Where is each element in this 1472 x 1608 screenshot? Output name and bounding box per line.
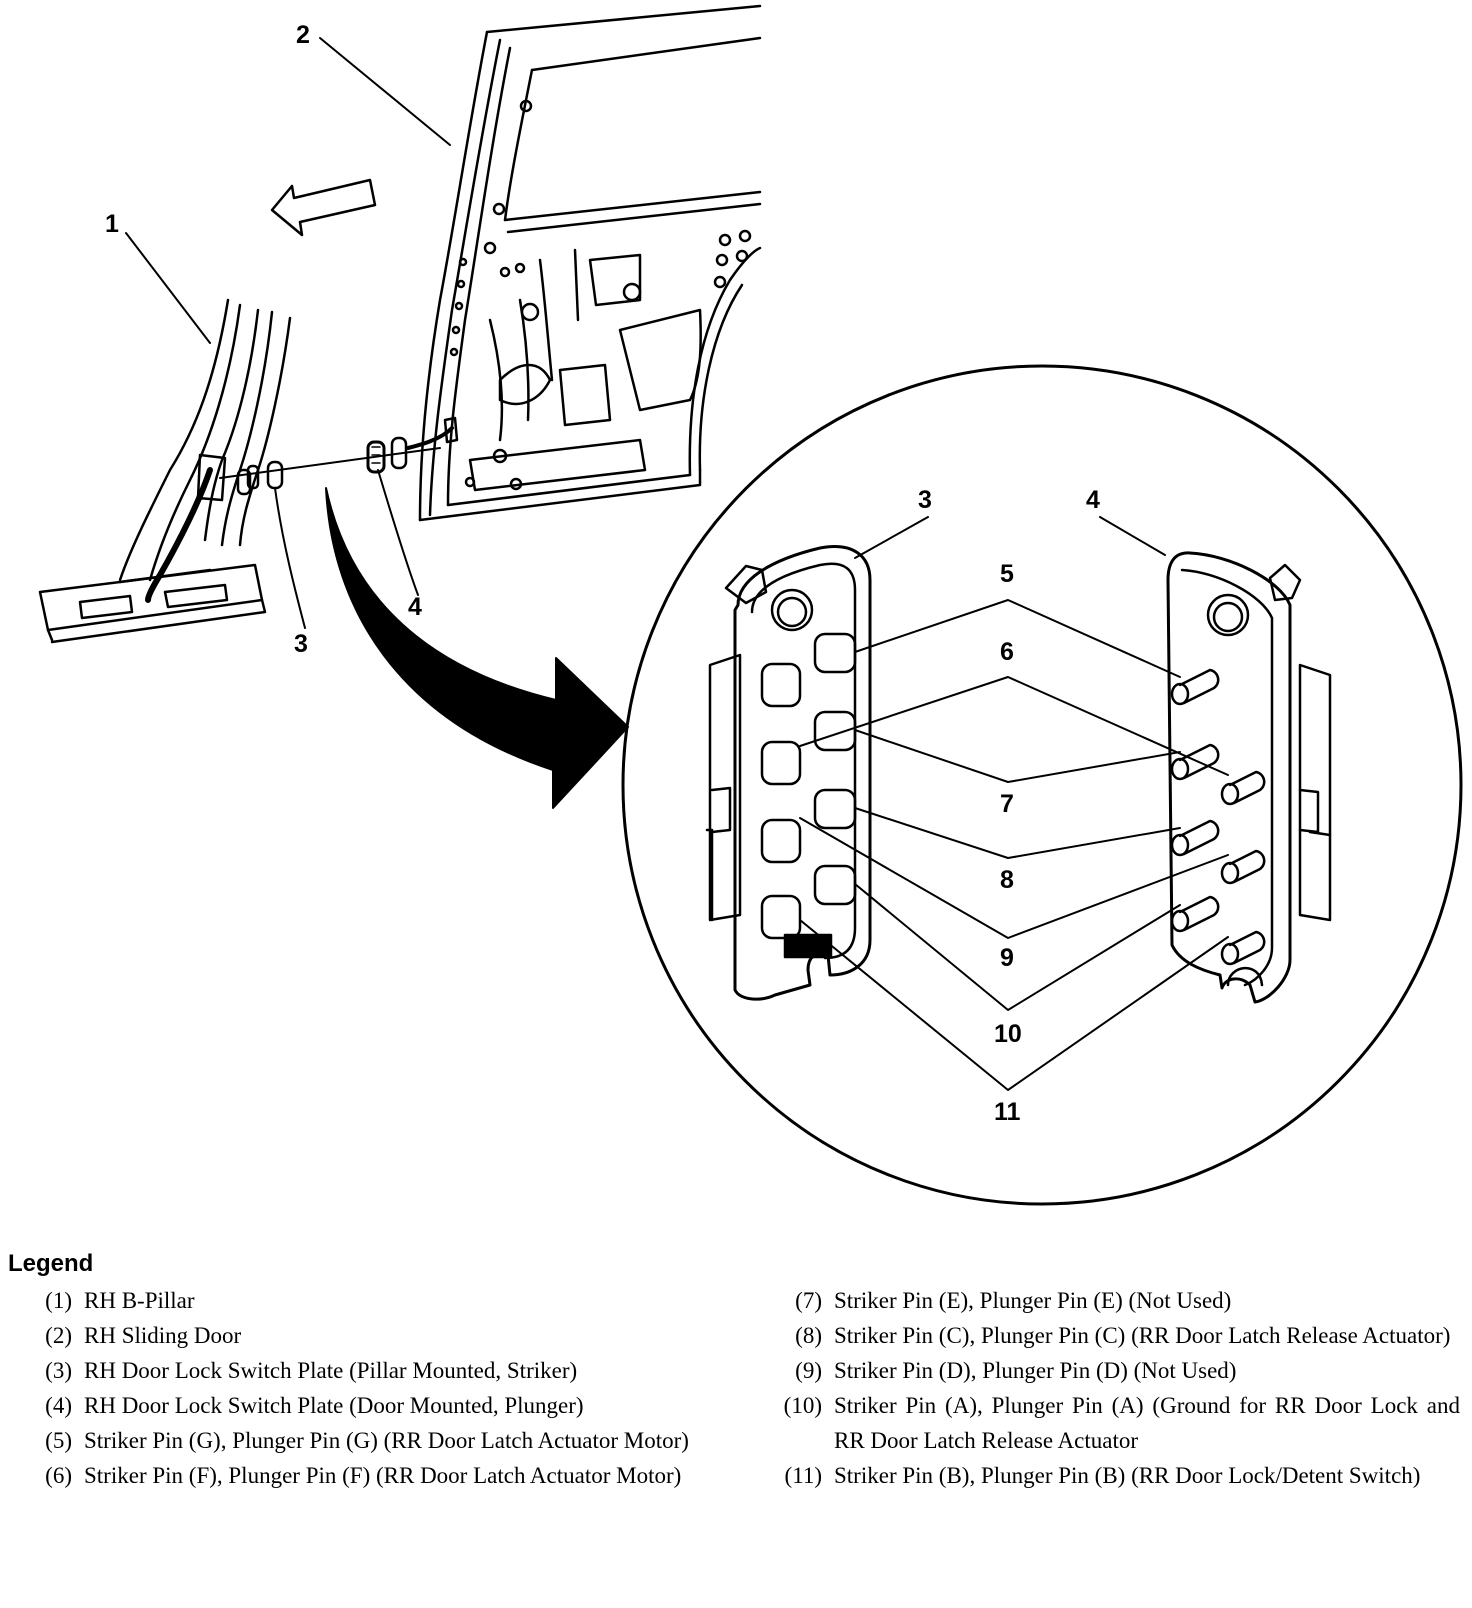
direction-arrow-icon (270, 178, 377, 237)
legend-item-text: RH Door Lock Switch Plate (Pillar Mounte… (84, 1358, 578, 1383)
callout-3: 3 (294, 630, 308, 658)
legend-item: (5) Striker Pin (G), Plunger Pin (G) (RR… (20, 1423, 690, 1458)
legend-item: (8) Striker Pin (C), Plunger Pin (C) (RR… (770, 1318, 1460, 1353)
legend-item: (9) Striker Pin (D), Plunger Pin (D) (No… (770, 1353, 1460, 1388)
legend-item: (4) RH Door Lock Switch Plate (Door Moun… (20, 1388, 690, 1423)
plunger-plate-detail (1166, 551, 1332, 1004)
legend-item-text: Striker Pin (G), Plunger Pin (G) (RR Doo… (84, 1428, 689, 1453)
legend-item-number: (11) (784, 1463, 822, 1488)
legend-item-number: (5) (45, 1428, 72, 1453)
legend-item: (1) RH B-Pillar (20, 1283, 690, 1318)
detail-callout-8: 8 (1000, 866, 1014, 894)
detail-callout-11: 11 (994, 1098, 1021, 1126)
sliding-door-illustration (406, 4, 762, 522)
leader-lines-detail (799, 516, 1229, 1091)
legend-item-text: RH Door Lock Switch Plate (Door Mounted,… (84, 1393, 584, 1418)
legend-item-number: (2) (45, 1323, 72, 1348)
legend-item-text: Striker Pin (F), Plunger Pin (F) (RR Doo… (84, 1463, 682, 1488)
door-lock-switch-diagram: 1 2 3 4 3 4 5 6 7 8 9 10 11 (38, 4, 1463, 1206)
legend-item: (7) Striker Pin (E), Plunger Pin (E) (No… (770, 1283, 1460, 1318)
legend-item: (2) RH Sliding Door (20, 1318, 690, 1353)
legend-item-text: RH B-Pillar (84, 1288, 195, 1313)
legend-item-text: Striker Pin (B), Plunger Pin (B) (RR Doo… (834, 1463, 1421, 1488)
legend-item-text: Striker Pin (A), Plunger Pin (A) (Ground… (834, 1393, 1460, 1453)
callout-1: 1 (105, 210, 119, 238)
legend-item-number: (4) (45, 1393, 72, 1418)
switch-plates-small (219, 436, 441, 496)
detail-callout-4: 4 (1086, 486, 1100, 514)
detail-callout-10: 10 (994, 1020, 1022, 1048)
legend-item: (3) RH Door Lock Switch Plate (Pillar Mo… (20, 1353, 690, 1388)
detail-callout-6: 6 (1000, 638, 1014, 666)
leader-lines-main (125, 37, 451, 629)
callout-2: 2 (296, 21, 310, 49)
callout-labels: 1 2 3 4 3 4 5 6 7 8 9 10 11 (105, 21, 1100, 1126)
legend-item: (10) Striker Pin (A), Plunger Pin (A) (G… (770, 1388, 1460, 1458)
detail-callout-3: 3 (918, 486, 932, 514)
legend-item-text: Striker Pin (E), Plunger Pin (E) (Not Us… (834, 1288, 1232, 1313)
legend-item-number: (9) (795, 1358, 822, 1383)
b-pillar-illustration (38, 298, 292, 644)
legend-item: (6) Striker Pin (F), Plunger Pin (F) (RR… (20, 1458, 690, 1493)
legend-item-number: (1) (45, 1288, 72, 1313)
legend-item-number: (6) (45, 1463, 72, 1488)
zoom-arrow-icon (325, 487, 629, 809)
legend-item-number: (10) (783, 1393, 822, 1418)
legend-item-text: Striker Pin (D), Plunger Pin (D) (Not Us… (834, 1358, 1237, 1383)
detail-circle (621, 364, 1463, 1206)
detail-callout-7: 7 (1000, 790, 1014, 818)
legend-right-column: (7) Striker Pin (E), Plunger Pin (E) (No… (770, 1283, 1460, 1493)
legend-item-text: RH Sliding Door (84, 1323, 242, 1348)
callout-4: 4 (408, 593, 422, 621)
legend-item-number: (8) (795, 1323, 822, 1348)
striker-plate-detail (705, 545, 872, 1001)
legend-item: (11) Striker Pin (B), Plunger Pin (B) (R… (770, 1458, 1460, 1493)
legend-item-number: (3) (45, 1358, 72, 1383)
legend-item-number: (7) (795, 1288, 822, 1313)
legend-item-text: Striker Pin (C), Plunger Pin (C) (RR Doo… (834, 1323, 1451, 1348)
legend-title: Legend (8, 1250, 94, 1277)
detail-callout-9: 9 (1000, 944, 1014, 972)
detail-callout-5: 5 (1000, 560, 1014, 588)
legend-left-column: (1) RH B-Pillar (2) RH Sliding Door (3) … (20, 1283, 690, 1493)
